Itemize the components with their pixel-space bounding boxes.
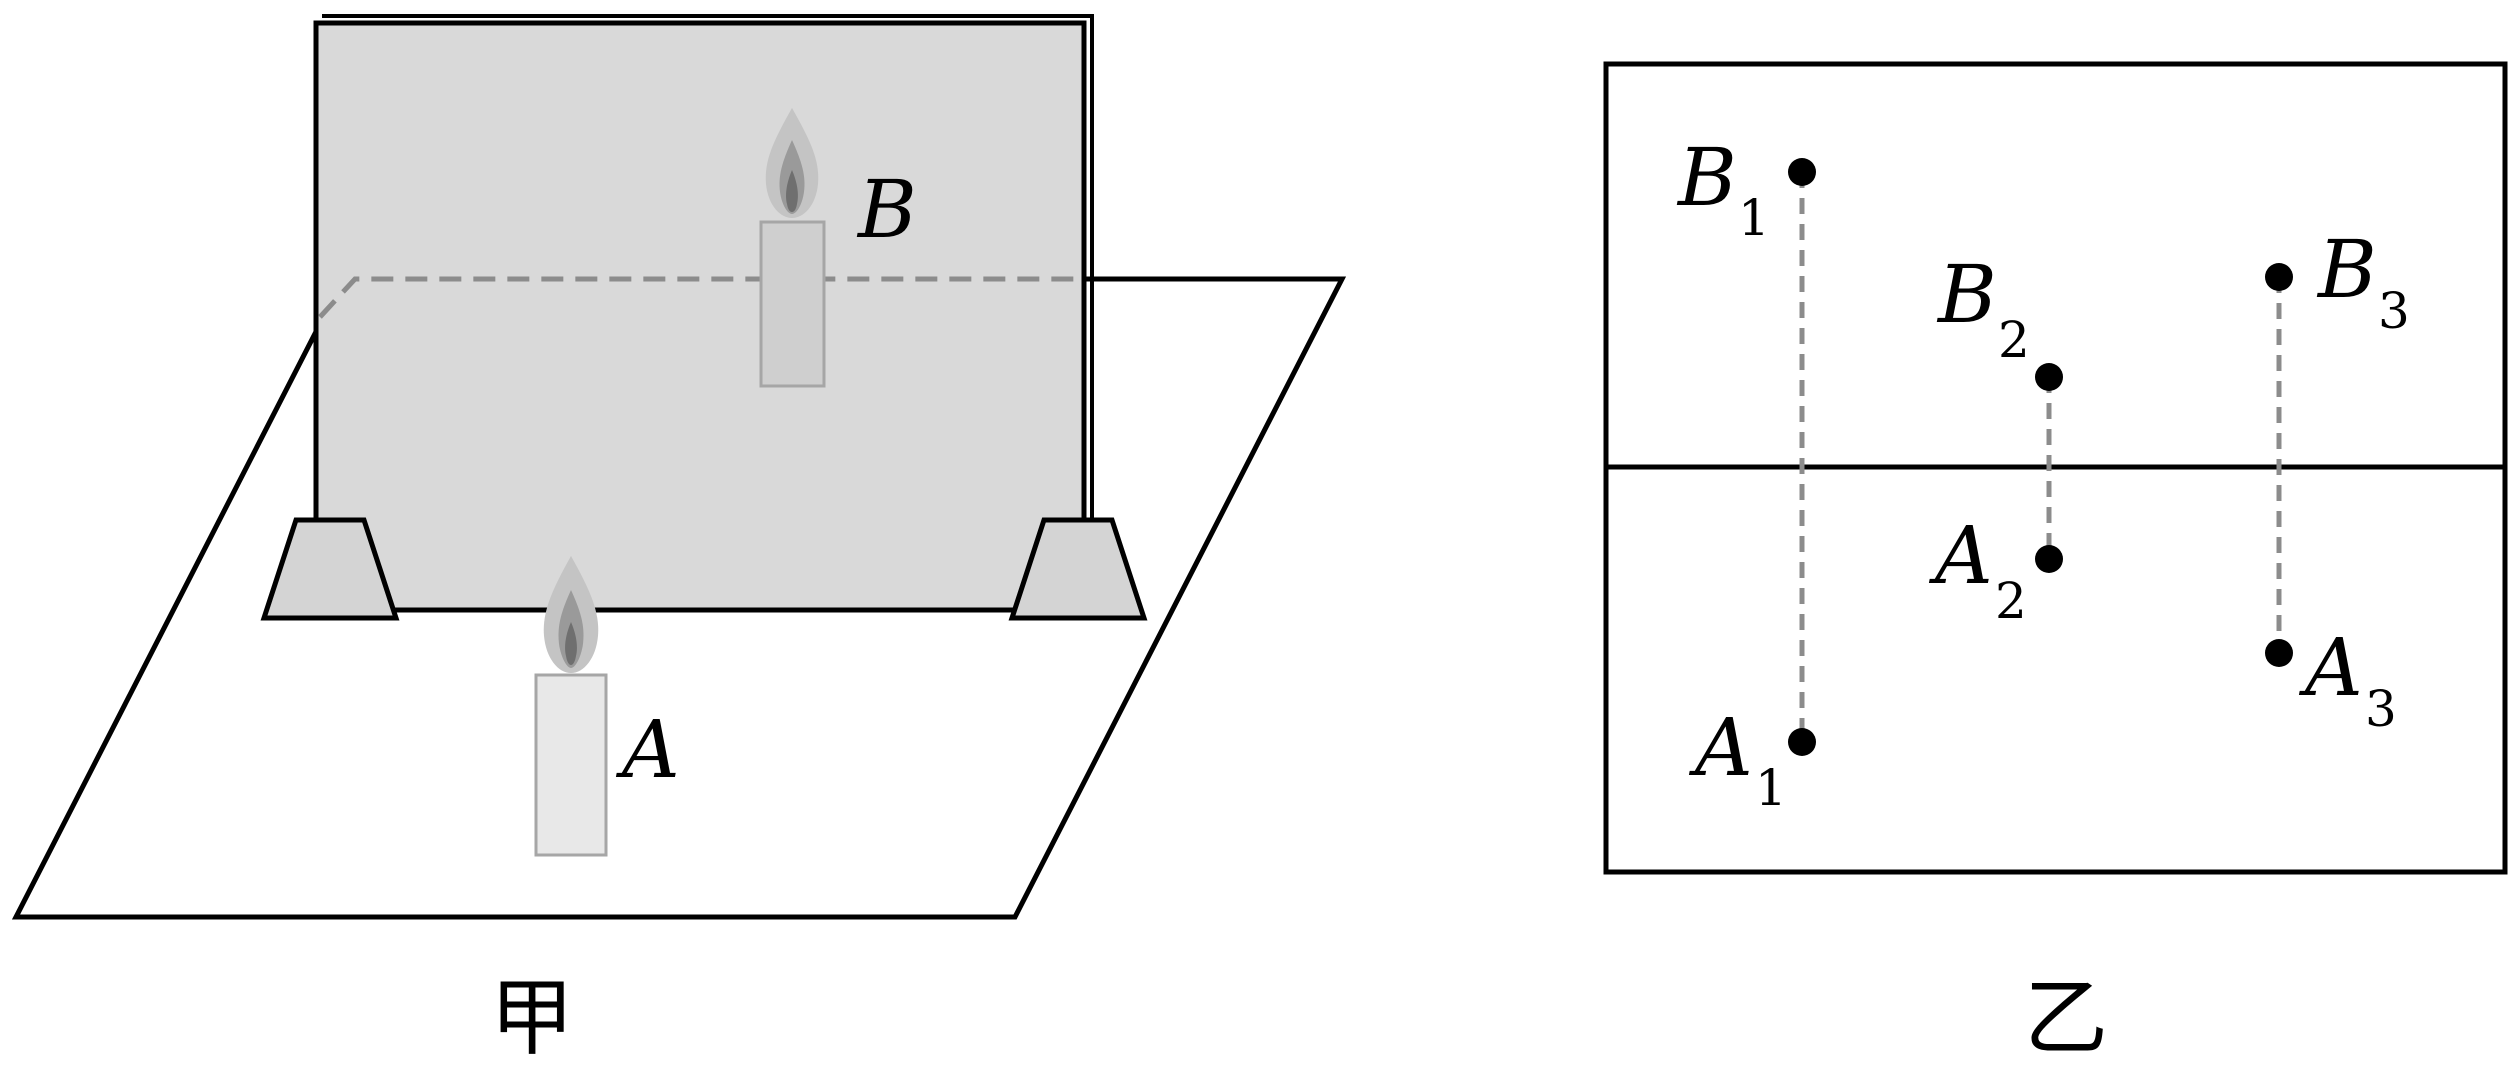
point-b3	[2265, 263, 2293, 291]
hidden-table-edge	[318, 276, 1084, 319]
candle-a-label: A	[615, 703, 680, 796]
label-a3-sub: 3	[2365, 680, 2397, 738]
label-b3-sub: 3	[2378, 282, 2410, 340]
caption-jia: 甲	[490, 969, 574, 1067]
caption-yi: 乙	[2024, 969, 2108, 1067]
candle-a	[534, 556, 608, 857]
figure-jia: B A 甲	[11, 14, 1347, 1067]
candle-b-label: B	[856, 163, 917, 256]
label-b1-sub: 1	[1738, 189, 1770, 247]
stand-left	[260, 517, 400, 621]
point-b1	[1788, 158, 1816, 186]
stand-right	[1008, 517, 1148, 621]
label-a1-sub: 1	[1755, 759, 1787, 817]
label-b2: B	[1936, 248, 1997, 341]
label-b1: B	[1676, 131, 1737, 224]
glass-pane-edge	[322, 14, 1094, 518]
glass-pane	[313, 20, 1087, 613]
candle-b	[759, 108, 826, 388]
point-b2	[2035, 363, 2063, 391]
candle-b-body	[759, 220, 826, 388]
label-b3: B	[2316, 223, 2377, 316]
label-a1: A	[1688, 701, 1753, 794]
label-b2-sub: 2	[1998, 311, 2030, 369]
label-a3: A	[2298, 621, 2363, 714]
figure-yi: B 1 A 1 B 2 A 2 B 3 A 3 乙	[1603, 61, 2508, 1067]
point-a1	[1788, 728, 1816, 756]
point-a2	[2035, 545, 2063, 573]
label-a2: A	[1928, 509, 1993, 602]
point-a3	[2265, 639, 2293, 667]
candle-a-body	[534, 673, 608, 857]
label-a2-sub: 2	[1995, 572, 2027, 630]
